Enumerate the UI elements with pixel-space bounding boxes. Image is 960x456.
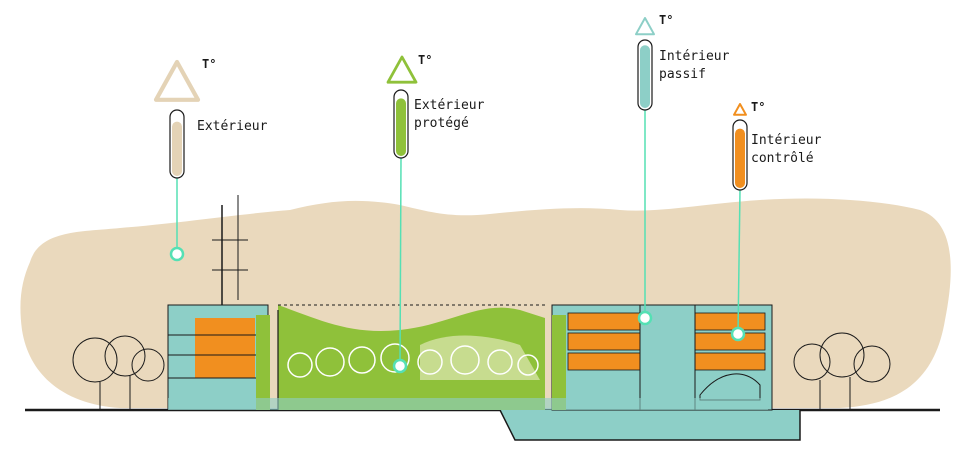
central-greenhouse xyxy=(277,304,545,410)
thermometer-group xyxy=(153,17,748,374)
zone-marker-exterieur xyxy=(169,246,185,262)
thermometer-fill-exterieur-protege xyxy=(396,98,406,156)
connector-line-interieur-controle xyxy=(737,189,741,335)
temp-label-interieur-controle: T° xyxy=(751,100,766,114)
left-building xyxy=(167,195,270,411)
right-building xyxy=(551,304,773,411)
zone-marker-interieur-controle xyxy=(730,326,746,342)
triangle-icon-exterieur xyxy=(153,59,201,102)
crowd-band xyxy=(168,398,768,410)
triangle-icon-interieur-controle xyxy=(733,103,747,116)
zone-label-exterieur-protege: Extérieur protégé xyxy=(414,98,485,131)
trees-right xyxy=(793,332,891,410)
triangle-icon-exterieur-protege xyxy=(386,55,418,84)
connector-line-exterieur-protege xyxy=(399,157,402,367)
zone-label-interieur-passif: Intérieur passif xyxy=(659,49,730,82)
zone-label-interieur-controle: Intérieur contrôlé xyxy=(751,133,822,166)
thermometer-fill-interieur-passif xyxy=(640,45,650,108)
thermometer-fill-interieur-controle xyxy=(735,128,745,188)
temp-label-exterieur-protege: T° xyxy=(418,53,433,67)
trees-left xyxy=(72,335,165,410)
basement-outline xyxy=(499,409,801,441)
zone-label-exterieur: Extérieur xyxy=(197,119,268,134)
temp-label-exterieur: T° xyxy=(202,57,217,71)
thermometer-fill-exterieur xyxy=(172,121,182,176)
triangle-icon-interieur-passif xyxy=(635,17,655,36)
temp-label-interieur-passif: T° xyxy=(659,13,674,27)
zone-marker-interieur-passif xyxy=(637,310,653,326)
zone-marker-exterieur-protege xyxy=(392,358,408,374)
